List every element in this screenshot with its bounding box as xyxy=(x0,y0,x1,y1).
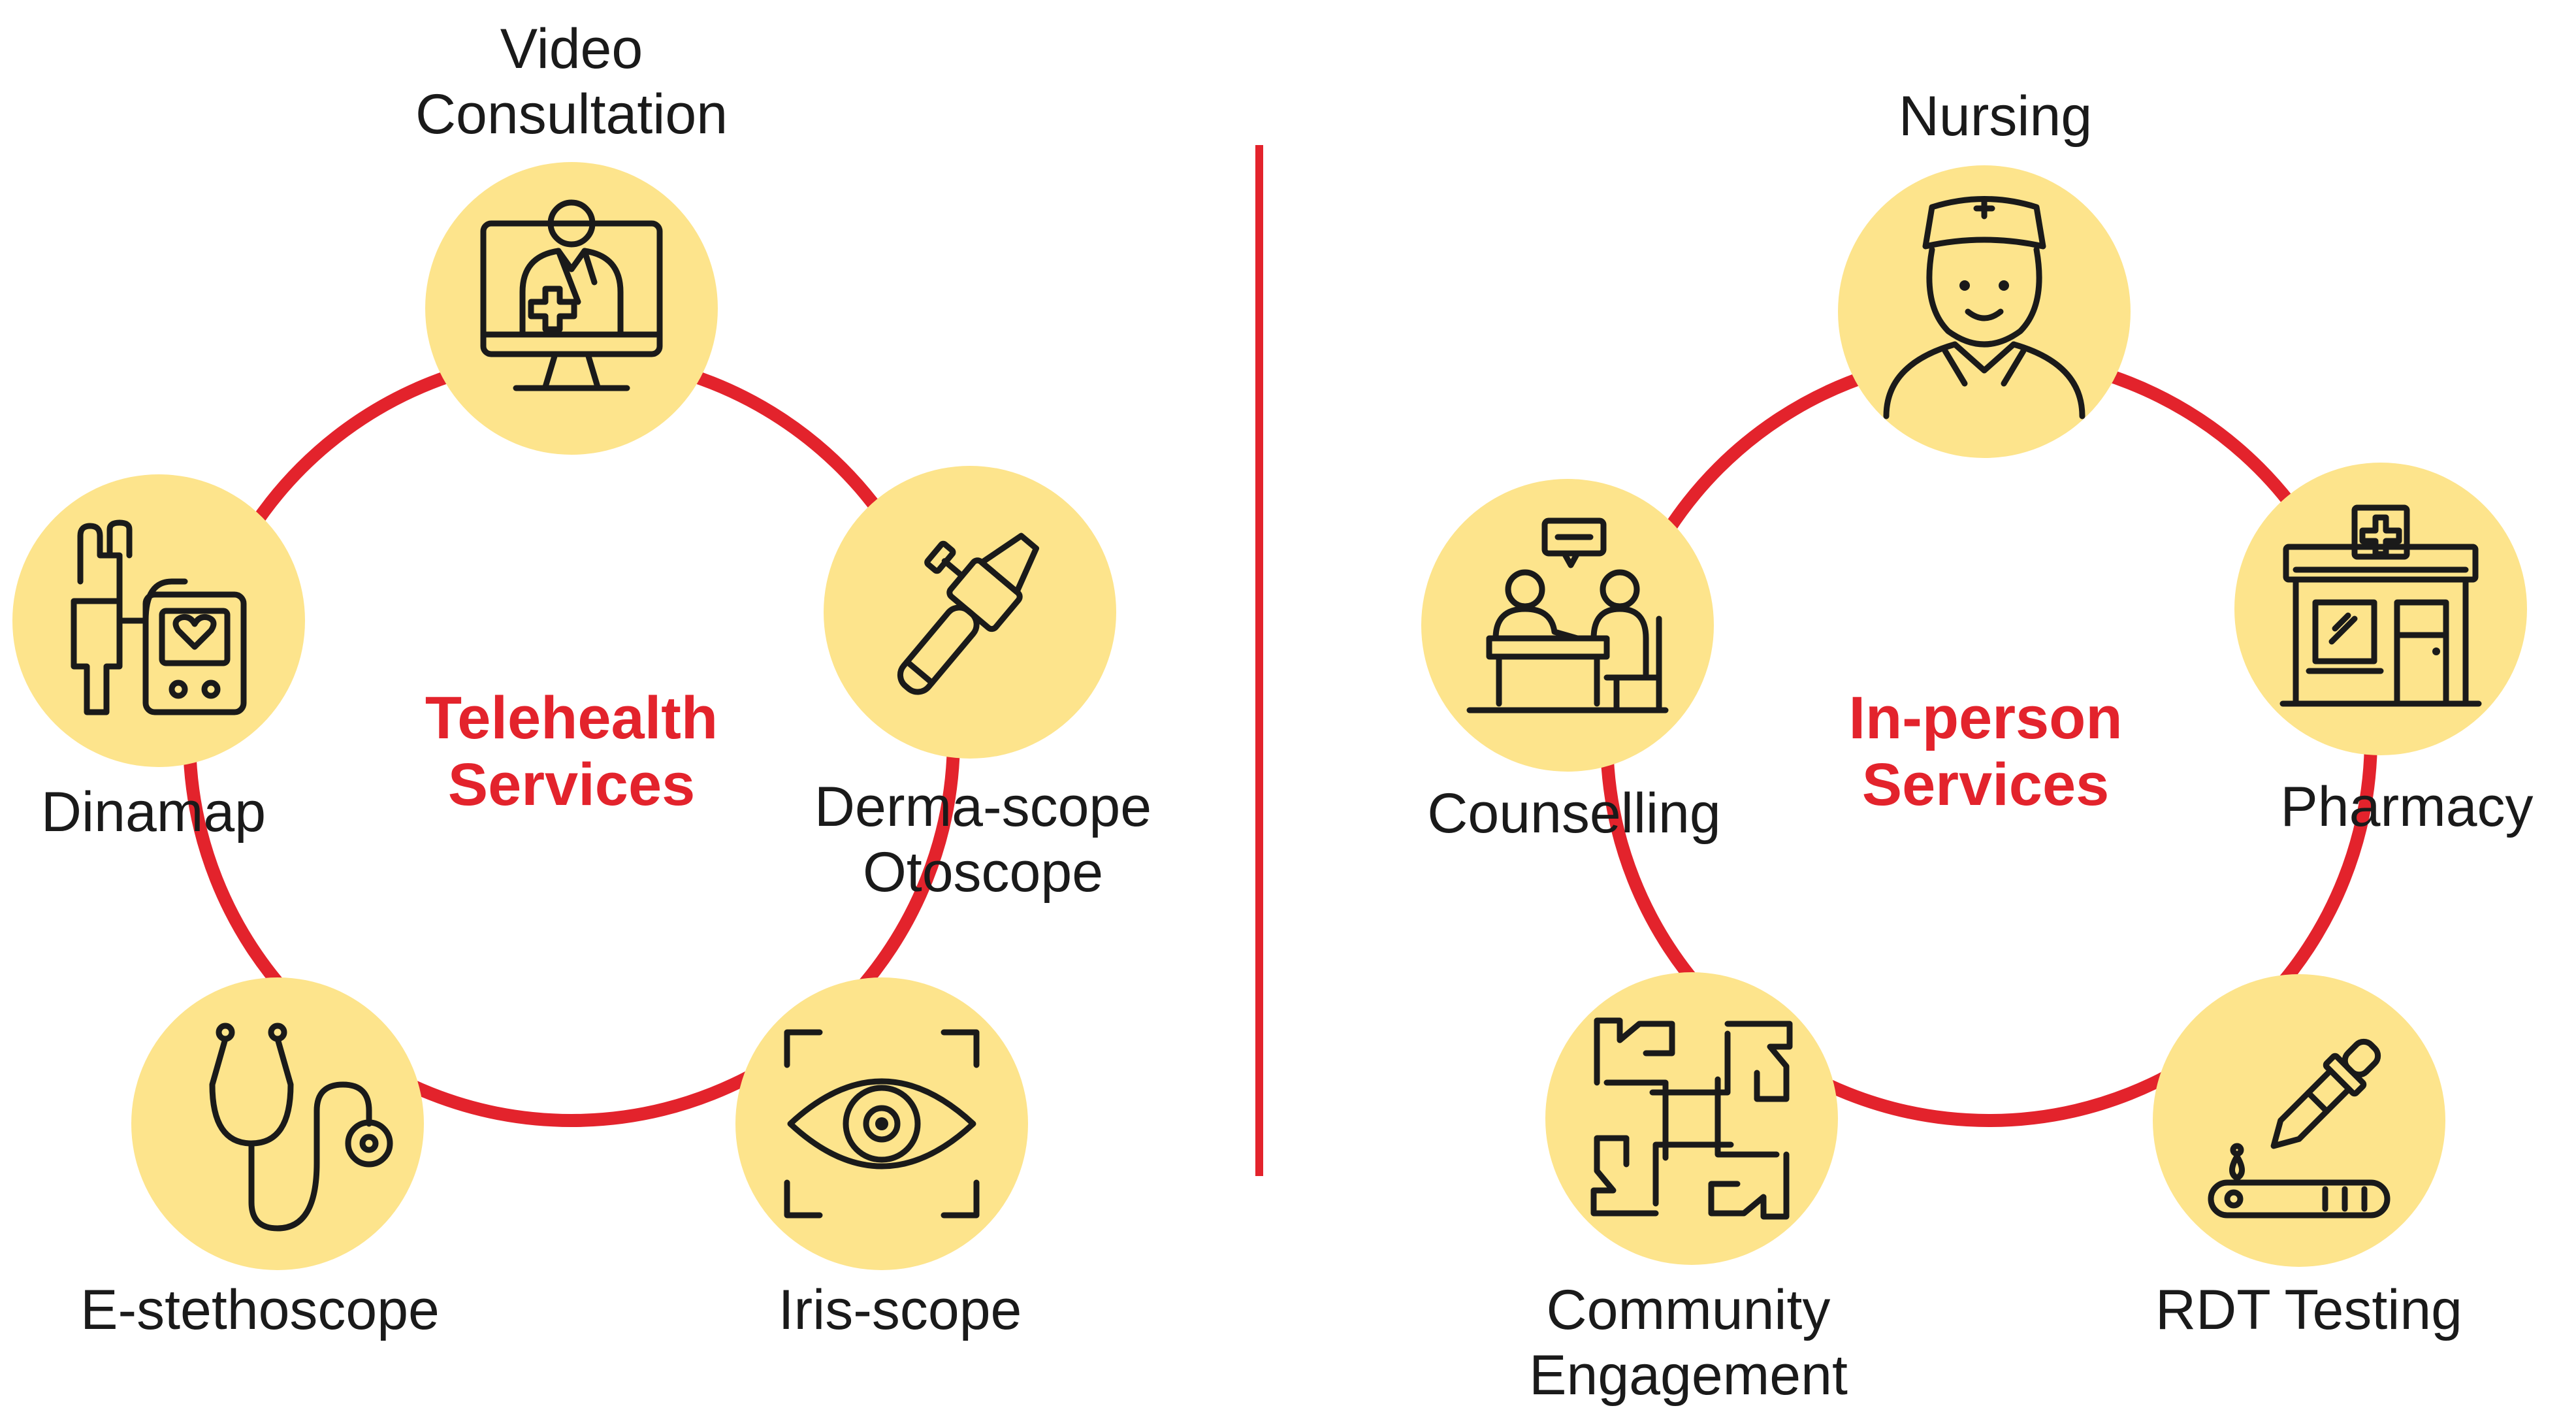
node-nursing xyxy=(1838,165,2131,458)
inperson-title: In-person Services xyxy=(1848,685,2122,818)
node-iris-scope xyxy=(735,977,1028,1270)
node-rdt-testing xyxy=(2153,974,2445,1267)
joined-hands-icon xyxy=(1590,1017,1793,1220)
stethoscope-icon xyxy=(209,1023,393,1232)
inperson-title-line2: Services xyxy=(1861,751,2110,818)
node-community-engagement xyxy=(1545,972,1838,1265)
eye-scan-icon xyxy=(784,1029,980,1219)
blood-pressure-monitor-icon xyxy=(71,519,247,715)
label-derma-otoscope: Derma-scope Otoscope xyxy=(814,776,1152,904)
node-pharmacy xyxy=(2234,463,2527,755)
label-community-engagement: Community Engagement xyxy=(1529,1279,1848,1407)
video-consultation-icon xyxy=(480,199,663,391)
otoscope-icon xyxy=(897,532,1039,695)
telehealth-title-line2: Services xyxy=(447,751,696,818)
dropper-test-icon xyxy=(2208,1038,2391,1219)
node-e-stethoscope xyxy=(131,977,424,1270)
label-e-stethoscope: E-stethoscope xyxy=(80,1279,440,1341)
telehealth-title-line1: Telehealth xyxy=(425,685,718,751)
node-video-consultation xyxy=(425,162,718,455)
node-dinamap xyxy=(12,474,305,767)
label-iris-scope: Iris-scope xyxy=(778,1279,1022,1341)
label-pharmacy: Pharmacy xyxy=(2280,776,2534,838)
label-nursing: Nursing xyxy=(1898,85,2093,148)
label-rdt-testing: RDT Testing xyxy=(2155,1279,2463,1341)
section-divider xyxy=(1255,145,1263,1176)
pharmacy-icon xyxy=(2279,504,2482,707)
inperson-title-line1: In-person xyxy=(1848,685,2123,751)
counselling-icon xyxy=(1466,517,1669,713)
node-derma-otoscope xyxy=(824,466,1116,759)
label-counselling: Counselling xyxy=(1427,782,1721,845)
label-dinamap: Dinamap xyxy=(40,781,266,843)
label-video-consultation: Video Consultation xyxy=(415,18,728,146)
node-counselling xyxy=(1421,479,1714,772)
telehealth-title: Telehealth Services xyxy=(425,685,718,818)
nurse-icon xyxy=(1883,196,2085,419)
